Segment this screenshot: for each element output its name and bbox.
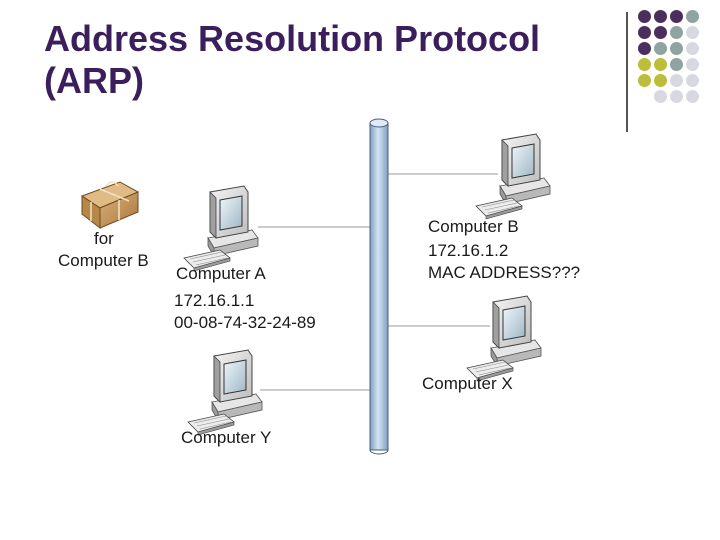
decor-dot [654,74,667,87]
decor-dot [638,42,651,55]
decor-dot [686,42,699,55]
decor-dot [670,26,683,39]
decor-dot [670,42,683,55]
decor-dot [654,58,667,71]
computer-b-mac: MAC ADDRESS??? [428,263,581,282]
title-line-1: Address Resolution Protocol [44,18,541,59]
slide-title: Address Resolution Protocol (ARP) [44,18,604,102]
computer-b-icon [475,133,551,220]
decor-dot [670,74,683,87]
computer-a-ip: 172.16.1.1 [174,291,255,310]
computer-a-mac: 00-08-74-32-24-89 [174,313,316,332]
package-icon [80,181,140,230]
decor-dot [670,90,683,103]
decor-dot [654,90,667,103]
title-line-2: (ARP) [44,60,144,101]
decor-dot [638,10,651,23]
decor-dot [686,90,699,103]
computer-y-name: Computer Y [181,428,272,447]
computer-a-name: Computer A [176,264,266,283]
decor-dot [654,42,667,55]
computer-x-icon [466,295,542,382]
decor-dot [638,74,651,87]
decor-dot [686,58,699,71]
decor-dot [670,10,683,23]
decor-dot [686,26,699,39]
decor-dot [654,26,667,39]
computer-b-ip: 172.16.1.2 [428,241,509,260]
computer-b-name: Computer B [428,217,519,236]
decor-dot [654,10,667,23]
decorative-dot-grid [638,10,718,110]
decor-dot [670,58,683,71]
decor-dot [638,26,651,39]
computer-x-name: Computer X [422,374,513,393]
decor-dot [638,58,651,71]
computer-a-icon [183,185,259,272]
decor-dot [686,10,699,23]
package-label-line-1: for [94,229,114,248]
decorative-divider [626,12,628,132]
decor-dot [686,74,699,87]
package-label-line-2: Computer B [58,251,149,270]
computer-y-icon [187,349,263,436]
network-bus [369,118,389,455]
